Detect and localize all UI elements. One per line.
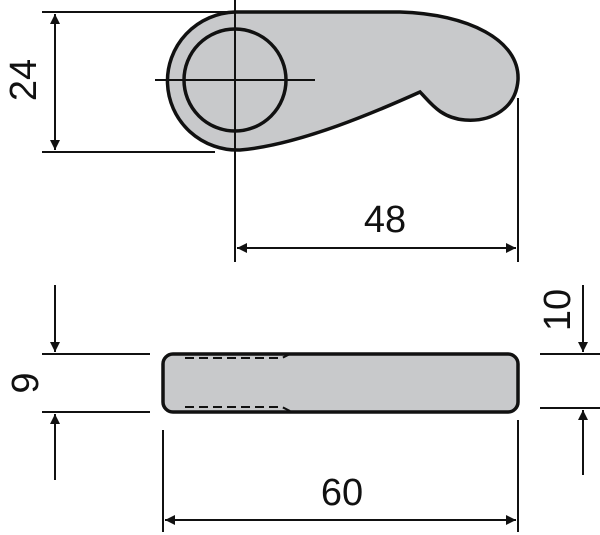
dimension-label-10: 10 <box>537 289 579 331</box>
lever-side-view <box>161 352 520 414</box>
hidden-bore-line <box>185 353 291 359</box>
lever-top-view <box>165 10 520 152</box>
dimension-label-48: 48 <box>364 199 406 241</box>
dimension-label-24: 24 <box>3 59 45 101</box>
dimension-label-9: 9 <box>5 372 47 393</box>
hidden-bore-line <box>185 406 291 412</box>
dimension-label-60: 60 <box>321 472 363 514</box>
